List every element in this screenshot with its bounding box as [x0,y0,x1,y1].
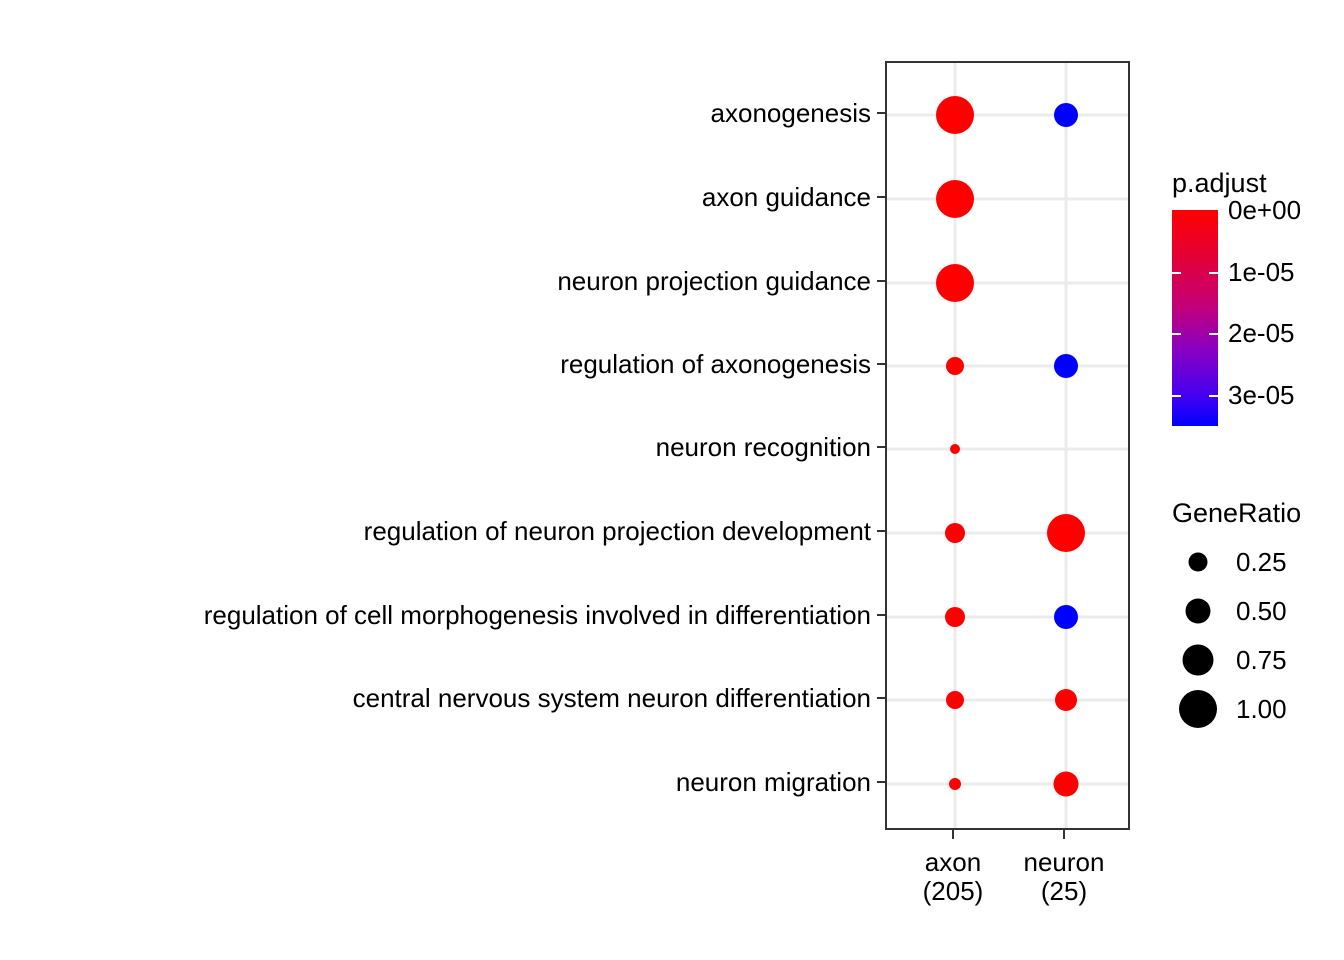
data-point[interactable] [946,691,964,709]
y-axis-tick-8 [877,781,885,783]
gridline-horizontal-4 [887,447,1128,451]
gridline-horizontal-3 [887,364,1128,368]
y-axis-tick-7 [877,697,885,699]
y-axis-label: neuron recognition [655,432,871,462]
color-legend-tick-left [1172,395,1181,398]
data-point[interactable] [946,357,964,375]
data-point[interactable] [936,180,974,218]
size-legend-label: 1.00 [1236,694,1287,724]
x-axis-tick-axon [952,830,954,839]
color-legend-tick-right [1209,333,1218,336]
data-point[interactable] [949,778,961,790]
gridline-horizontal-2 [887,281,1128,285]
x-axis-tick-neuron [1063,830,1065,839]
gridline-horizontal-0 [887,113,1128,117]
color-legend-label: 0e+00 [1228,195,1302,225]
data-point[interactable] [1047,514,1085,552]
y-axis-tick-2 [877,280,885,282]
x-axis-label-name: neuron [1023,847,1105,877]
y-axis-label: neuron projection guidance [557,266,871,296]
gridline-horizontal-6 [887,615,1128,619]
x-axis-label-count: (205) [922,876,984,907]
color-legend-tick-right [1209,395,1218,398]
y-axis-label: axonogenesis [710,98,871,128]
size-legend-dot[interactable] [1182,644,1214,676]
size-legend-label: 0.50 [1236,596,1287,626]
color-legend-label: 1e-05 [1228,256,1295,287]
y-axis-tick-5 [877,530,885,532]
y-axis-tick-0 [877,112,885,114]
y-axis-label: regulation of axonogenesis [560,349,871,379]
color-legend-title: p.adjust [1172,168,1267,198]
size-legend-title: GeneRatio [1172,498,1302,528]
y-axis-label: neuron migration [675,767,871,797]
color-legend-tick-left [1172,271,1181,274]
size-legend-label: 0.75 [1236,645,1287,675]
data-point[interactable] [945,523,965,543]
gridline-horizontal-8 [887,782,1128,786]
y-axis-label: regulation of neuron projection developm… [363,516,871,546]
data-point[interactable] [1054,103,1078,127]
color-legend-tick-left [1172,333,1181,336]
data-point[interactable] [1054,354,1078,378]
color-legend-label: 3e-05 [1228,380,1295,411]
y-axis-label: regulation of cell morphogenesis involve… [203,600,871,630]
x-axis-label: axon(205) [922,847,984,907]
x-axis-label: neuron(25) [1023,847,1105,907]
data-point[interactable] [950,444,960,454]
data-point[interactable] [936,264,974,302]
data-point[interactable] [936,96,974,134]
gridline-horizontal-5 [887,531,1128,535]
data-point[interactable] [1055,689,1077,711]
y-axis-tick-1 [877,196,885,198]
gridline-vertical-neuron [1064,63,1068,828]
size-legend-label: 0.25 [1236,547,1287,577]
data-point[interactable] [1053,771,1079,797]
data-point[interactable] [945,607,965,627]
size-legend-dot[interactable] [1179,690,1217,728]
gridline-horizontal-7 [887,698,1128,702]
y-axis-label: central nervous system neuron differenti… [352,683,871,713]
color-legend-label: 2e-05 [1228,318,1295,349]
size-legend-dot[interactable] [1188,552,1208,572]
y-axis-label: axon guidance [701,182,871,212]
y-axis-tick-4 [877,446,885,448]
color-legend-tick-right [1209,271,1218,274]
size-legend-dot[interactable] [1185,598,1211,624]
y-axis-tick-3 [877,363,885,365]
data-point[interactable] [1054,605,1078,629]
gridline-horizontal-1 [887,197,1128,201]
color-legend-bar [1172,210,1218,426]
x-axis-label-count: (25) [1040,876,1088,907]
plot-panel [885,61,1130,830]
y-axis-tick-6 [877,614,885,616]
x-axis-label-name: axon [924,847,982,877]
